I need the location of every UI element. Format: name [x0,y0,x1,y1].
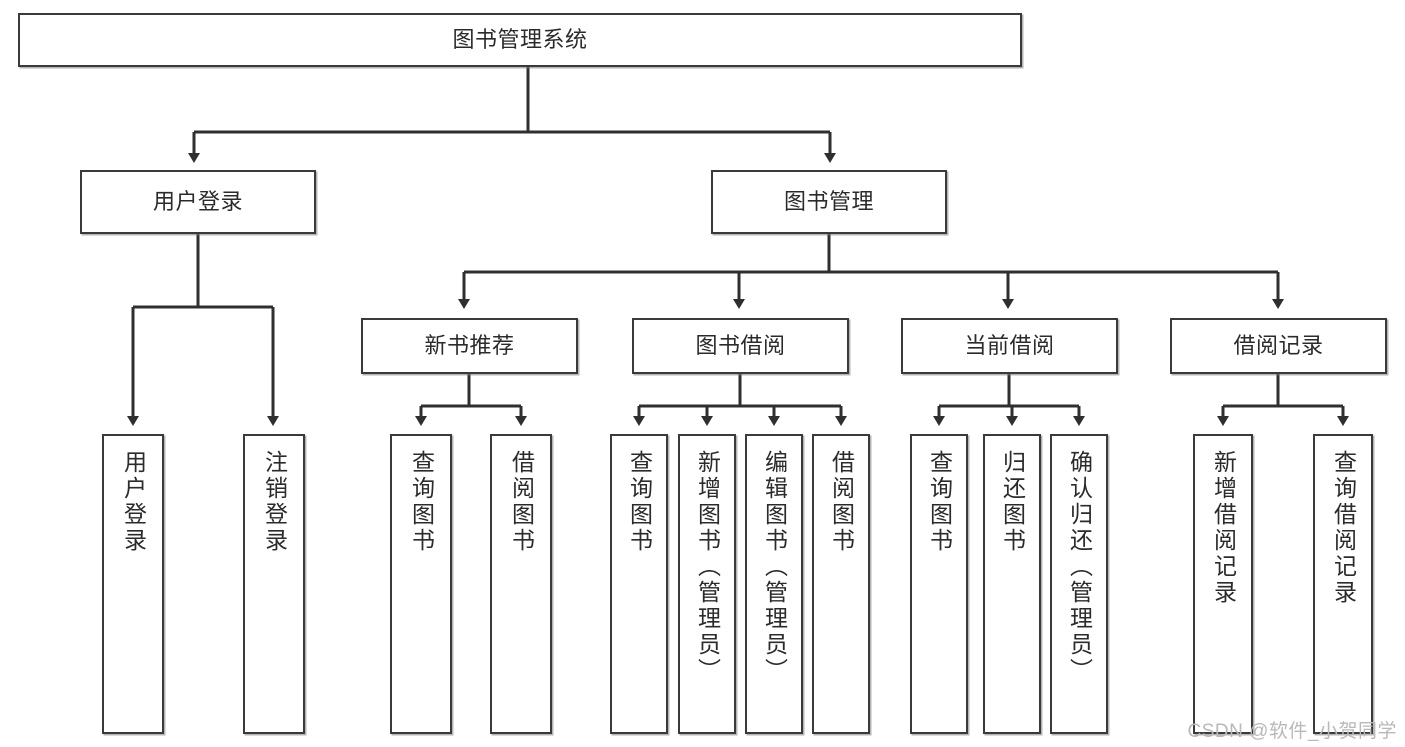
node-leaf-add-borrow-record-label: 新增借阅记录 [1210,450,1237,606]
node-borrow-record[interactable]: 借阅记录 [1170,318,1387,374]
node-book-management[interactable]: 图书管理 [711,170,947,234]
node-user-login[interactable]: 用户登录 [80,170,316,234]
node-user-login-label: 用户登录 [152,189,243,215]
node-current-borrow[interactable]: 当前借阅 [901,318,1118,374]
node-leaf-query-borrow-record-label: 查询借阅记录 [1330,450,1357,606]
node-leaf-borrow-book-1-label: 借阅图书 [508,450,535,554]
node-root-label: 图书管理系统 [452,27,588,53]
node-book-management-label: 图书管理 [783,189,874,215]
node-leaf-query-book-1-label: 查询图书 [408,450,435,554]
node-leaf-query-book-3[interactable]: 查询图书 [910,434,968,734]
node-leaf-return-book[interactable]: 归还图书 [983,434,1041,734]
node-leaf-borrow-book-1[interactable]: 借阅图书 [490,434,552,734]
node-leaf-edit-book-admin-label: 编辑图书（管理员） [761,450,788,684]
node-current-borrow-label: 当前借阅 [964,333,1055,359]
node-leaf-user-login-label: 用户登录 [120,450,147,554]
node-new-book-recommend[interactable]: 新书推荐 [361,318,578,374]
node-leaf-add-borrow-record[interactable]: 新增借阅记录 [1193,434,1253,734]
node-leaf-confirm-return-admin-label: 确认归还（管理员） [1066,450,1093,684]
node-leaf-query-book-2-label: 查询图书 [626,450,653,554]
node-root[interactable]: 图书管理系统 [18,13,1022,67]
node-new-book-recommend-label: 新书推荐 [424,333,515,359]
watermark-text: CSDN @软件_小贺同学 [1187,721,1397,742]
node-leaf-borrow-book-2[interactable]: 借阅图书 [812,434,870,734]
node-leaf-add-book-admin-label: 新增图书（管理员） [694,450,721,684]
node-leaf-query-book-2[interactable]: 查询图书 [610,434,668,734]
node-book-borrow-label: 图书借阅 [695,333,786,359]
node-borrow-record-label: 借阅记录 [1233,333,1324,359]
node-leaf-logout[interactable]: 注销登录 [243,434,305,734]
node-book-borrow[interactable]: 图书借阅 [632,318,849,374]
node-leaf-query-book-1[interactable]: 查询图书 [390,434,452,734]
node-leaf-query-borrow-record[interactable]: 查询借阅记录 [1313,434,1373,734]
node-leaf-query-book-3-label: 查询图书 [926,450,953,554]
node-leaf-borrow-book-2-label: 借阅图书 [828,450,855,554]
node-leaf-return-book-label: 归还图书 [999,450,1026,554]
node-leaf-user-login[interactable]: 用户登录 [102,434,164,734]
node-leaf-confirm-return-admin[interactable]: 确认归还（管理员） [1050,434,1108,734]
node-leaf-add-book-admin[interactable]: 新增图书（管理员） [678,434,736,734]
node-leaf-edit-book-admin[interactable]: 编辑图书（管理员） [745,434,803,734]
node-leaf-logout-label: 注销登录 [261,450,288,554]
